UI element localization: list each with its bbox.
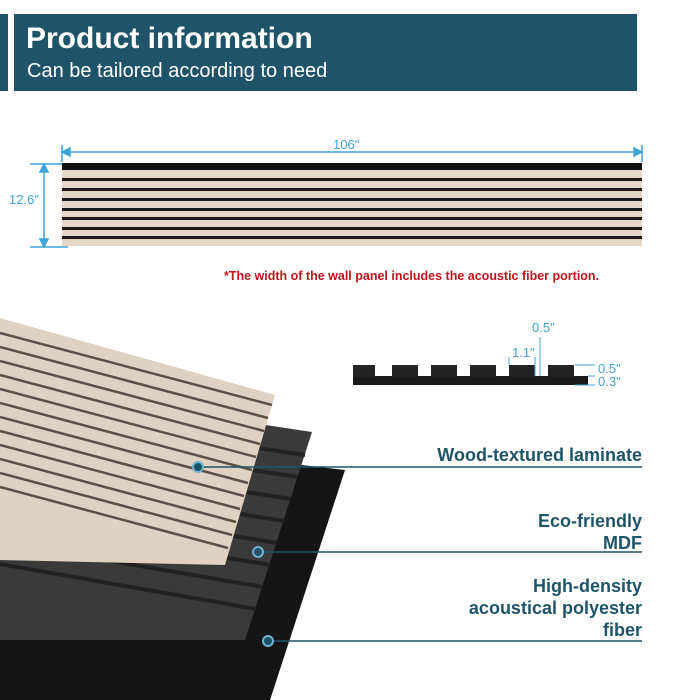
page-title: Product information [26, 22, 313, 55]
base-thickness-dimension: 0.3" [598, 374, 621, 389]
dimension-lines [30, 145, 644, 249]
cross-section [353, 337, 595, 386]
page-subtitle: Can be tailored according to need [27, 60, 328, 82]
layer-label-laminate: Wood-textured laminate [437, 445, 642, 465]
height-dimension: 12.6" [9, 192, 39, 207]
slat-depth-dimension: 0.5" [598, 361, 621, 376]
slat-gap-dimension: 0.5" [532, 320, 555, 335]
layer-label-fiber: High-density acoustical polyester fiber [468, 576, 642, 640]
callout-lines [198, 466, 642, 642]
wood-laminate-layer [0, 318, 275, 565]
width-note: *The width of the wall panel includes th… [224, 269, 600, 283]
layer-label-mdf: Eco-friendly MDF [537, 511, 642, 553]
callout-dot [252, 546, 264, 558]
header-banner [14, 14, 637, 91]
slat-width-dimension: 1.1" [512, 345, 535, 360]
callout-dot [262, 635, 274, 647]
panel-front-view [62, 163, 642, 246]
header-accent-bar [0, 14, 8, 91]
callout-dot [192, 461, 204, 473]
width-dimension: 106" [333, 137, 360, 152]
